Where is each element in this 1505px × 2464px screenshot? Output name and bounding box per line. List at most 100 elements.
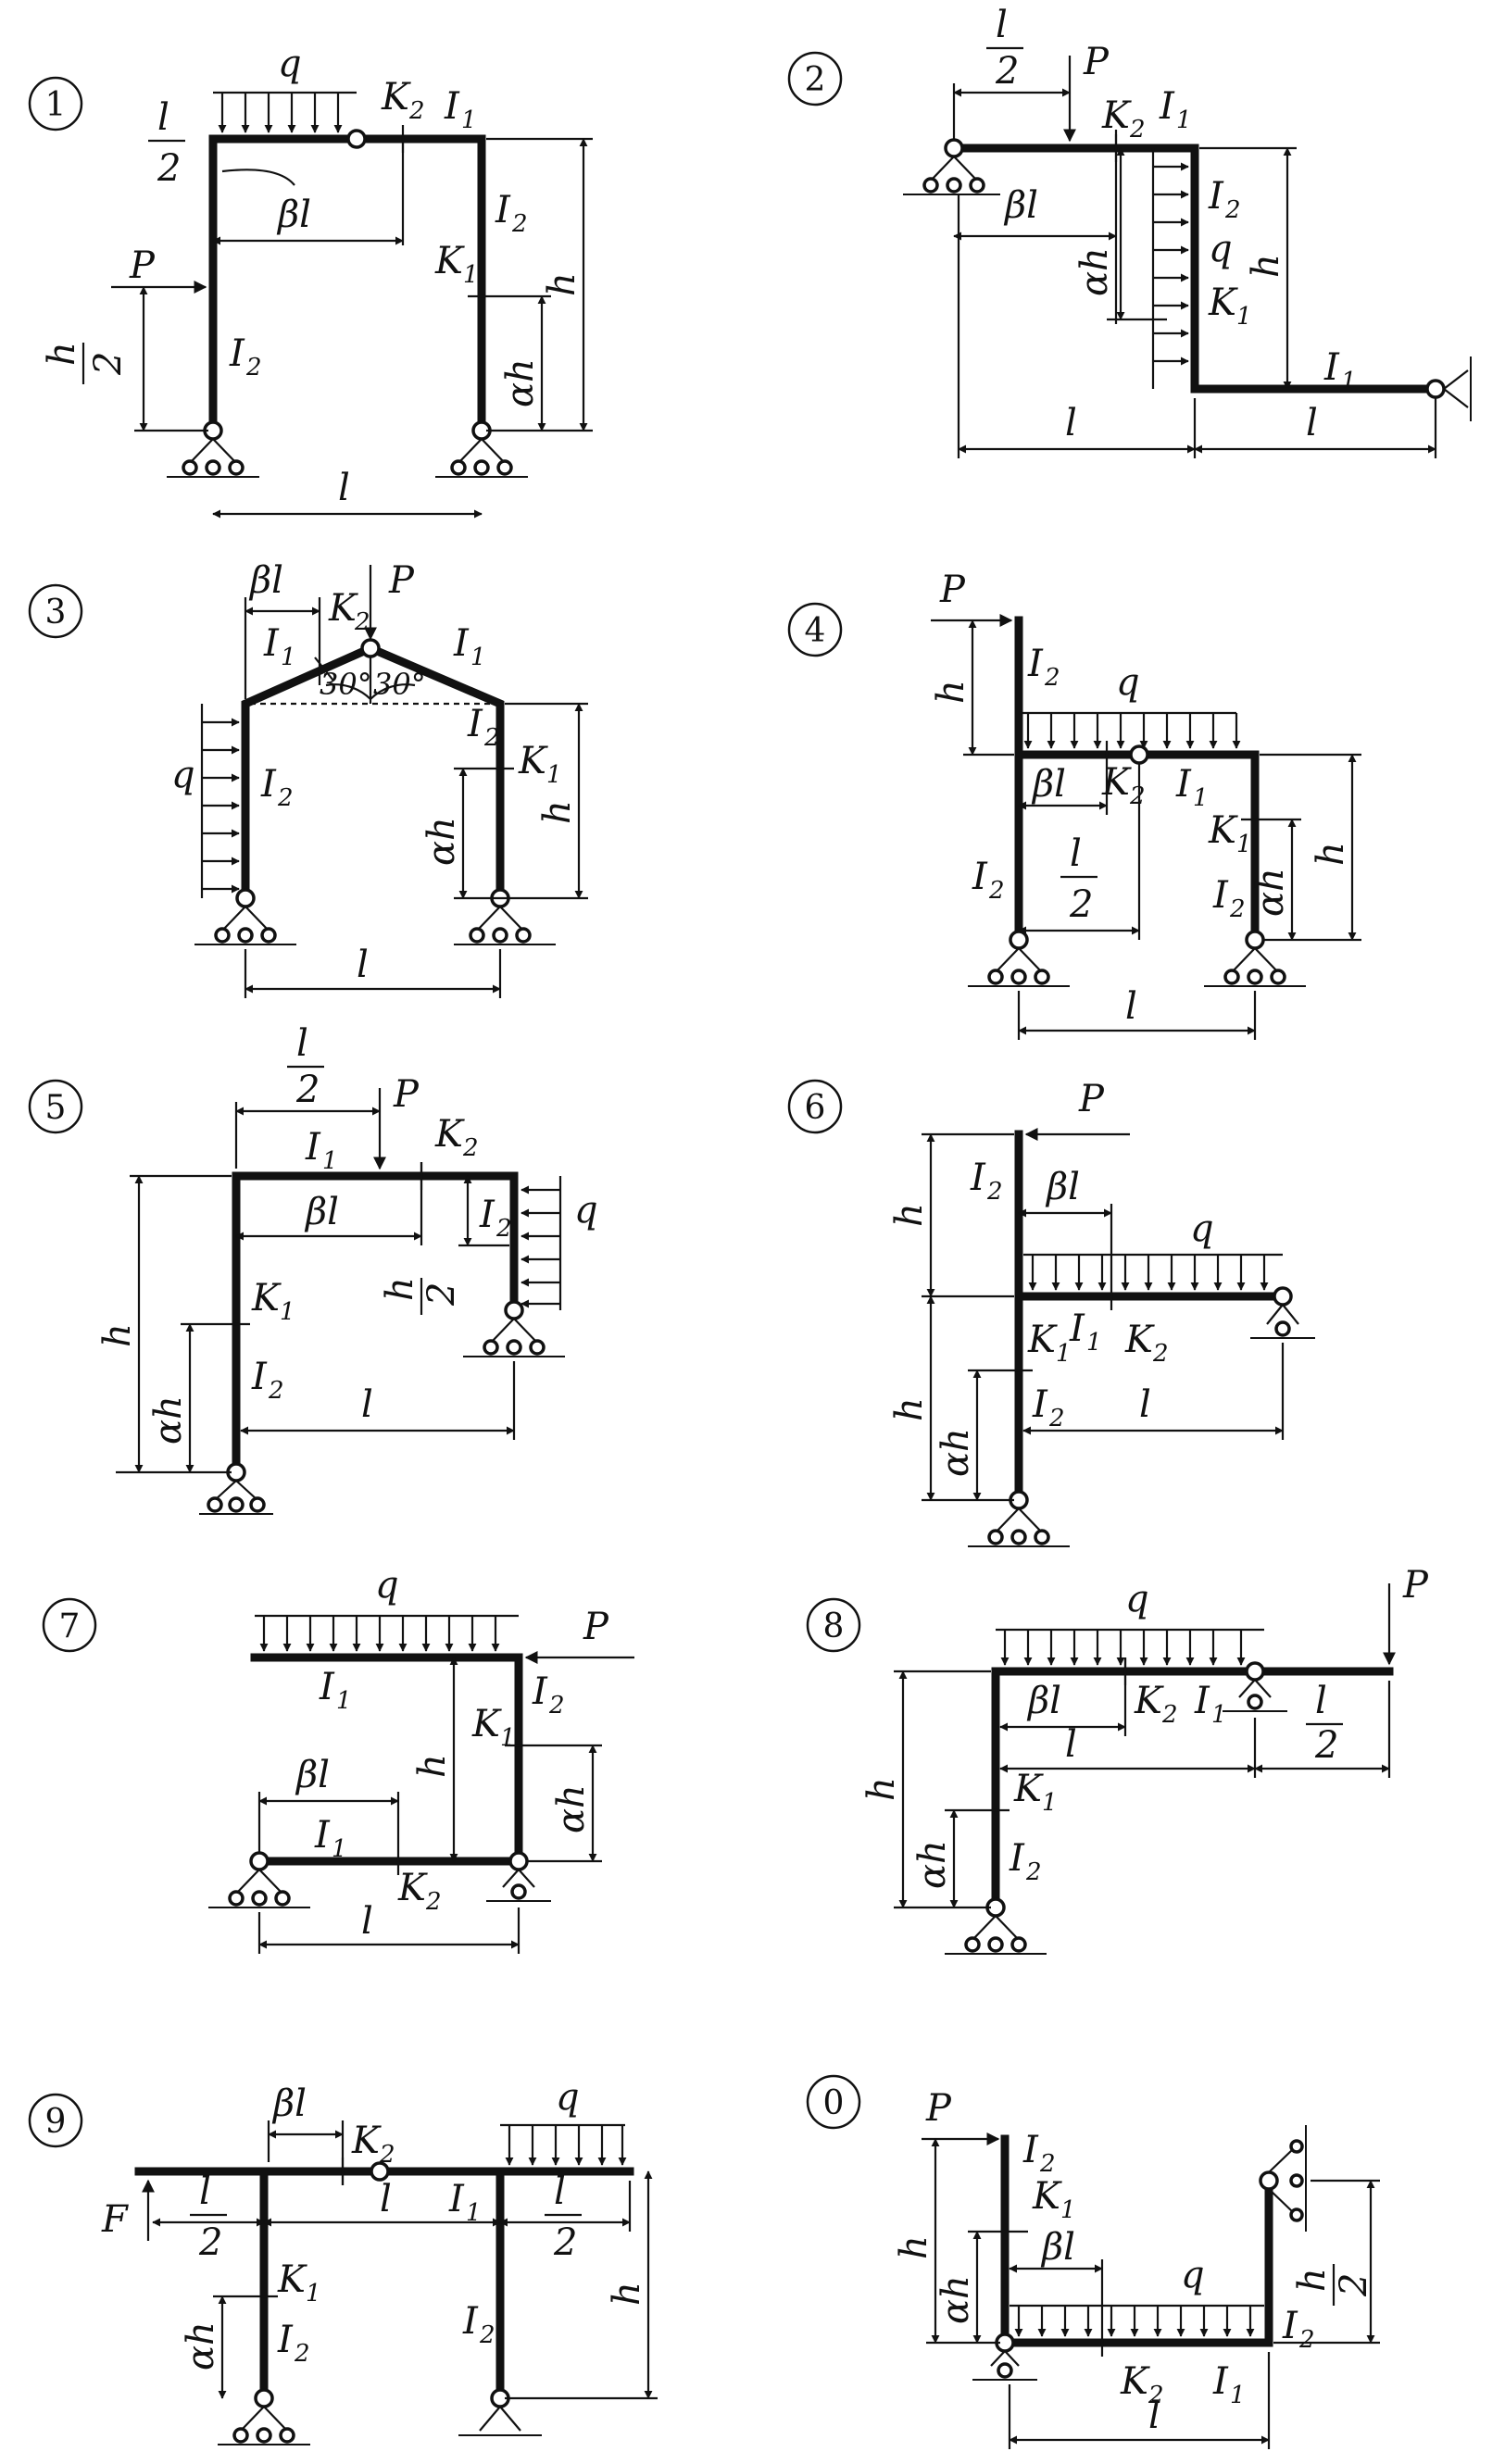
svg-text:2: 2 <box>986 1178 1003 1206</box>
svg-text:1: 1 <box>1086 1329 1102 1357</box>
distributed-load <box>1019 711 1241 749</box>
label-l: l <box>338 467 350 509</box>
pin-support <box>463 1300 565 1357</box>
label-l: l <box>380 2178 392 2220</box>
label-P: P <box>393 1073 420 1116</box>
label-I2: I <box>467 703 483 745</box>
label-beta-l: βl <box>276 194 311 236</box>
label-h-half: h <box>41 342 83 366</box>
svg-text:1: 1 <box>463 261 479 289</box>
svg-text:2: 2 <box>1298 2326 1315 2354</box>
label-l: l <box>1065 402 1077 444</box>
pin-support <box>945 1897 1047 1955</box>
label-h-half: h <box>1291 2268 1334 2292</box>
svg-text:1: 1 <box>1060 2196 1076 2224</box>
distributed-load <box>1151 148 1189 389</box>
label-h-half: h <box>379 1277 421 1301</box>
diagram-number: 2 <box>805 61 826 99</box>
label-l-half: l <box>554 2170 566 2213</box>
svg-text:2: 2 <box>245 354 262 381</box>
leader-line <box>221 169 295 186</box>
distributed-load <box>1010 2304 1264 2337</box>
svg-text:2: 2 <box>87 352 130 376</box>
label-l: l <box>357 944 369 986</box>
label-I1: I <box>1159 85 1175 128</box>
label-h: h <box>1310 842 1352 866</box>
roller-support <box>1223 1661 1287 1712</box>
svg-text:1: 1 <box>546 761 562 789</box>
svg-text:1: 1 <box>322 1147 338 1175</box>
svg-text:1: 1 <box>500 1724 516 1752</box>
pin-support <box>199 1462 273 1515</box>
svg-text:1: 1 <box>461 106 477 134</box>
frame-member <box>1014 750 1260 944</box>
label-alpha-h: αh <box>1073 247 1116 296</box>
label-K2: K <box>328 587 358 630</box>
svg-text:2: 2 <box>483 724 500 752</box>
label-P: P <box>1083 41 1110 83</box>
label-I2: I <box>1032 1383 1048 1426</box>
diagram-number-badge <box>28 76 83 131</box>
label-K1: K <box>1027 1319 1058 1361</box>
label-I2: I <box>970 1157 986 1199</box>
label-l: l <box>361 1383 373 1426</box>
pin-support <box>968 930 1070 987</box>
label-K1: K <box>434 240 465 282</box>
label-K2: K <box>381 76 411 119</box>
label-h: h <box>536 800 579 824</box>
label-I1: I <box>444 85 460 128</box>
svg-text:2: 2 <box>988 877 1005 905</box>
angle-arc <box>325 683 371 700</box>
diagram-number: 1 <box>45 86 67 124</box>
svg-text:2: 2 <box>548 1692 565 1720</box>
label-q: q <box>574 1189 598 1232</box>
label-q: q <box>375 1564 399 1607</box>
svg-text:2: 2 <box>511 210 528 238</box>
label-P: P <box>925 2087 952 2130</box>
pin-support <box>458 2388 542 2436</box>
svg-text:2: 2 <box>1224 196 1241 224</box>
diagram-number: 3 <box>45 594 67 632</box>
hinge <box>370 2161 390 2182</box>
svg-text:1: 1 <box>336 1687 352 1715</box>
label-I2: I <box>1212 874 1229 917</box>
label-P: P <box>388 559 415 602</box>
svg-text:2: 2 <box>995 50 1019 93</box>
label-I2: I <box>251 1356 268 1398</box>
distributed-load <box>200 704 240 898</box>
svg-text:2: 2 <box>1333 2273 1375 2297</box>
label-l-half: l <box>296 1022 308 1065</box>
label-I2: I <box>277 2319 294 2361</box>
svg-text:1: 1 <box>1236 303 1252 331</box>
label-q: q <box>1190 1207 1214 1250</box>
label-I2: I <box>1282 2305 1298 2347</box>
svg-text:2: 2 <box>198 2221 222 2264</box>
frame-member <box>208 134 361 435</box>
label-beta-l: βl <box>1045 1166 1080 1208</box>
label-q: q <box>1181 2254 1205 2296</box>
label-h: h <box>860 1777 903 1801</box>
label-I1: I <box>448 2178 465 2220</box>
label-beta-l: βl <box>304 1191 339 1233</box>
label-I2: I <box>260 763 277 806</box>
label-K2: K <box>351 2120 382 2162</box>
label-K2: K <box>1120 2360 1150 2403</box>
diagram-number: 6 <box>805 1089 826 1127</box>
label-K2: K <box>397 1867 428 1909</box>
frame-member <box>1000 2134 1273 2347</box>
label-I1: I <box>1194 1680 1210 1722</box>
label-K1: K <box>1013 1768 1044 1810</box>
label-I1: I <box>314 1814 331 1857</box>
svg-text:2: 2 <box>1069 883 1093 926</box>
label-P: P <box>583 1606 609 1648</box>
label-I2: I <box>1208 175 1224 218</box>
label-angle: 30° <box>373 667 426 702</box>
label-beta-l: βl <box>1031 763 1066 806</box>
label-l: l <box>361 1900 373 1943</box>
label-h: h <box>930 680 972 704</box>
label-K2: K <box>1101 761 1132 804</box>
